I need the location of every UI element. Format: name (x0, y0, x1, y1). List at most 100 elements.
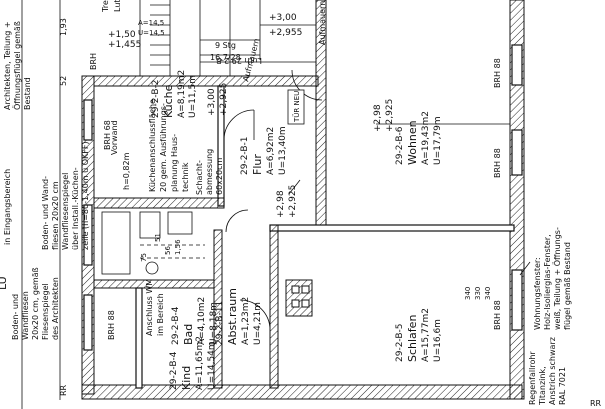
window-left-1 (83, 99, 93, 141)
level-stair-main: +2,955 (269, 28, 302, 38)
right-note-3: weiß, Teilung + Öffnungs- (552, 227, 562, 330)
kitchen-note-2: 20 gem. Ausführungs- (159, 103, 168, 192)
flur-name: Flur (251, 154, 264, 175)
bath-im-bereich: im Bereich (156, 293, 165, 336)
schlafen-name: Schlafen (406, 315, 419, 362)
bath-dim-3: 56 (164, 246, 172, 255)
stair-u: U=14,5 (138, 29, 165, 37)
fallrohr-2: Titanzink, (538, 366, 547, 406)
kueche-id: 29-2-B-2 (151, 79, 161, 118)
flur-level: +2,925 (288, 185, 298, 218)
kueche-perimeter: U=11,5m (188, 75, 198, 118)
vorwand-height: h=0,82m (122, 152, 131, 190)
drain (145, 261, 159, 275)
abstell-perimeter: U=4,21m (253, 302, 263, 345)
wohnen-level: +2,925 (385, 99, 395, 132)
flur-id: 29-2-B-1 (240, 136, 250, 175)
right-brh-1: BRH 88 (493, 58, 502, 88)
left-note-12: Fliesenspiegel (41, 283, 50, 340)
schlafen-wall-left (269, 224, 279, 389)
right-note-1: Wohnungsfenster: (533, 257, 542, 330)
right-brh-3: BRH 88 (493, 300, 502, 330)
stair-l: A=14,5 (138, 19, 164, 27)
kueche-level: +2,925 (219, 83, 229, 116)
shaft (285, 279, 313, 317)
right-dim-1: 340 (464, 287, 472, 300)
stair-steps: 9 Stg (215, 41, 236, 50)
schlafen-perimeter: U=16,6m (433, 319, 443, 362)
left-note-9: Boden- und (11, 294, 20, 340)
abstell-id: 29-2-B-11 (215, 301, 225, 345)
wohnen-name: Wohnen (406, 120, 419, 165)
shaft-note-1: Schacht- (195, 160, 204, 195)
dim-2: 52 (59, 76, 68, 86)
stairs (139, 0, 316, 76)
bath-wall-right (213, 229, 223, 389)
kind-area: A=11,65m2 (195, 336, 205, 390)
kueche-level-top: +3,00 (207, 88, 217, 116)
flur-level-top: +2,98 (276, 190, 286, 218)
window-left-3 (83, 294, 93, 351)
wohnen-perimeter: U=17,79m (433, 116, 443, 165)
left-note-8: zeile (h=80-1,40m ü OKFF) (81, 141, 90, 250)
stair-luther: Luther (113, 0, 122, 12)
stair-aufmauern-2: Aufmauern (318, 1, 327, 45)
schlafen-id: 29-2-B-5 (395, 323, 405, 362)
door-kitchen (223, 109, 255, 141)
left-note-6: Wandfliesenspiegel (61, 173, 70, 250)
door-new-label: TÜR NEU (292, 91, 301, 123)
stair-brh: BRH (89, 53, 98, 70)
bath-dim-4: 1,56 (174, 239, 182, 255)
flur-area: A=6,92m2 (266, 127, 276, 175)
abstell-name: Abst.raum (226, 288, 239, 345)
bath-anschluss: Anschluss WM (145, 279, 154, 336)
left-note-3: Bestand (23, 77, 32, 110)
kitchen-note-3: planung Haus- (170, 134, 179, 192)
level-stair-top: +3,00 (269, 13, 297, 23)
door-new-box (287, 89, 305, 125)
wohnen-id: 29-2-B-6 (395, 126, 405, 165)
kitchen-wall-bottom (93, 197, 225, 209)
kind-name: Kind (180, 366, 193, 390)
bad-perimeter: U=8,18m (209, 302, 219, 345)
wohnen-level-top: +2,98 (373, 104, 383, 132)
window-right-2 (511, 129, 523, 176)
window-right-3 (511, 269, 523, 331)
dim-rr-left: RR (59, 384, 68, 396)
bathtub (101, 211, 131, 275)
bad-id: 29-2-B-4 (171, 306, 181, 345)
bad-area: A=4,10m2 (197, 297, 207, 345)
left-note-4: Boden- und Wand- (41, 176, 50, 250)
bath-dim-1: 75 (140, 253, 148, 262)
kind-id: 29-2-B-4 (169, 351, 179, 390)
right-brh-2: BRH 88 (493, 148, 502, 178)
kueche-name: Küche (162, 84, 175, 118)
schlafen-wall-top (269, 224, 515, 232)
vorwand-label: Vorwand (110, 120, 119, 155)
shaft-note-2: abmessung (205, 149, 214, 195)
left-note-5: fliesen 20x20 cm (51, 181, 60, 250)
right-note-2: Holz-Isolierglas-Fenster, (543, 234, 552, 330)
bottom-exterior-wall (81, 384, 523, 400)
fallrohr-3: Anstrich schwarz (548, 337, 557, 405)
kitchen-note-1: Küchenanschlussfläche (148, 99, 157, 192)
wohnen-area: A=19,43m2 (421, 111, 431, 165)
window-right-1 (511, 44, 523, 86)
level-stair-left-top: +1,50 (108, 30, 136, 40)
window-left-2 (83, 204, 93, 266)
left-note-14: in Eingangsbereich (3, 169, 12, 245)
bath-wall-bottom (93, 279, 215, 289)
kueche-brh: BRH 68 (103, 120, 112, 150)
washbasin (139, 211, 161, 239)
left-note-10: Wandfliesen (21, 291, 30, 340)
stair-lutherzug: Luth 29 2-B (216, 56, 262, 65)
schlafen-area: A=15,77m2 (421, 308, 431, 362)
dim-rr-right: RR (590, 399, 602, 408)
right-dim-3: 340 (484, 287, 492, 300)
left-note-13: des Architekten (51, 277, 60, 340)
wc (167, 211, 193, 235)
stair-treppe: Treppe (101, 0, 110, 13)
bath-brh: BRH 88 (107, 310, 116, 340)
bad-name: Bad (182, 324, 195, 345)
